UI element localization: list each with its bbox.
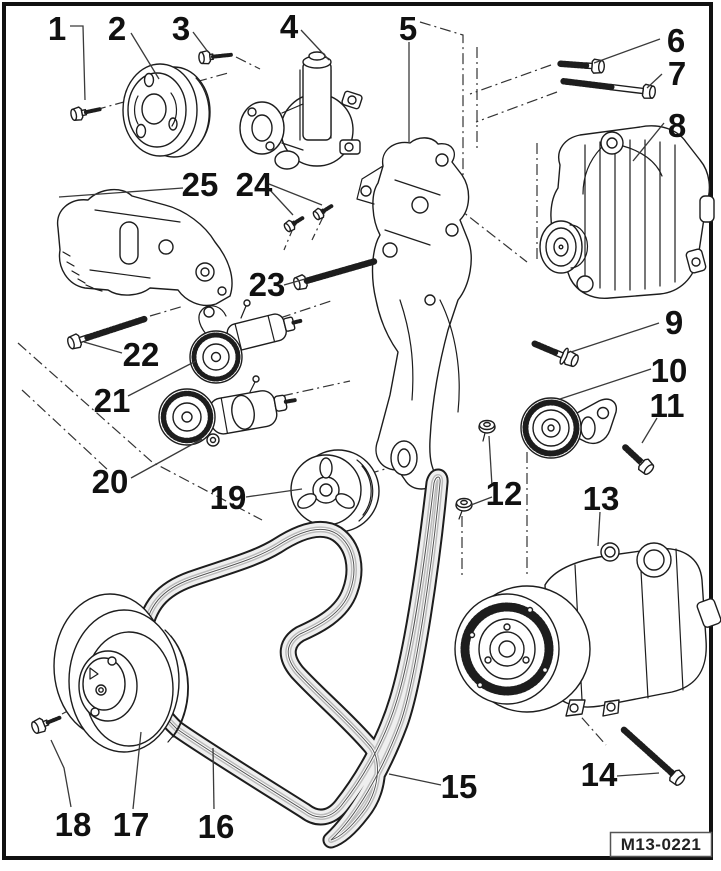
mounting-bracket-illustration: [356, 137, 472, 490]
coolant-pump-pulley-illustration: [290, 449, 380, 533]
callout-11: 11: [650, 387, 685, 424]
figure-border: [2, 2, 713, 860]
bolt-6-illustration: [556, 58, 606, 74]
callout-12: 12: [486, 475, 523, 512]
bolt-23-illustration: [293, 258, 378, 291]
callout-1: 1: [48, 10, 66, 47]
spacer-sleeves-illustration: [455, 419, 496, 520]
callout-14: 14: [581, 756, 618, 793]
callout-numbers: 1 2 3 4 5 6 7 8 9 10 11 12 13 14 15 16 1…: [48, 8, 688, 845]
callout-17: 17: [113, 806, 150, 843]
bolt-3-illustration: [198, 50, 233, 65]
callout-4: 4: [280, 8, 299, 45]
callout-23: 23: [249, 266, 286, 303]
engine-support-bracket-illustration: [56, 189, 233, 307]
callout-leader-lines: [50, 25, 665, 810]
crankshaft-pulley-illustration: [53, 593, 189, 753]
callout-19: 19: [210, 479, 247, 516]
reference-code-text: M13-0221: [621, 835, 702, 854]
bolt-11-illustration: [621, 443, 655, 475]
idler-pulley-illustration: [520, 397, 617, 459]
bolt-18-illustration: [31, 715, 62, 735]
belt-tensioner-lower-illustration: [158, 375, 297, 447]
ribbed-belt-illustration: [133, 468, 449, 849]
ac-compressor-illustration: [454, 542, 721, 717]
callout-25: 25: [182, 166, 219, 203]
callout-16: 16: [198, 808, 235, 845]
callout-6: 6: [667, 22, 685, 59]
bolt-22-illustration: [67, 315, 148, 350]
callout-20: 20: [92, 463, 129, 500]
callout-22: 22: [123, 336, 160, 373]
reference-code-box: [609, 831, 713, 858]
callout-13: 13: [583, 480, 620, 517]
callout-7: 7: [668, 55, 686, 92]
bolt-1-illustration: [70, 106, 102, 121]
power-steering-pulley-illustration: [122, 63, 211, 158]
drawing-reference: M13-0221: [609, 831, 713, 858]
bolt-14-illustration: [619, 725, 686, 786]
callout-21: 21: [94, 382, 131, 419]
belt-tensioner-upper-illustration: [189, 299, 304, 384]
callout-24: 24: [236, 166, 273, 203]
bolts-24-illustration: [283, 204, 334, 233]
callout-15: 15: [441, 768, 478, 805]
bolt-9-illustration: [531, 340, 579, 368]
bolt-7-illustration: [560, 78, 657, 99]
callout-3: 3: [172, 10, 190, 47]
callout-5: 5: [399, 10, 417, 47]
alternator-illustration: [539, 125, 715, 299]
callout-2: 2: [108, 10, 126, 47]
power-steering-pump-illustration: [239, 51, 363, 170]
callout-8: 8: [668, 107, 686, 144]
callout-9: 9: [665, 304, 683, 341]
callout-10: 10: [651, 352, 688, 389]
callout-18: 18: [55, 806, 92, 843]
